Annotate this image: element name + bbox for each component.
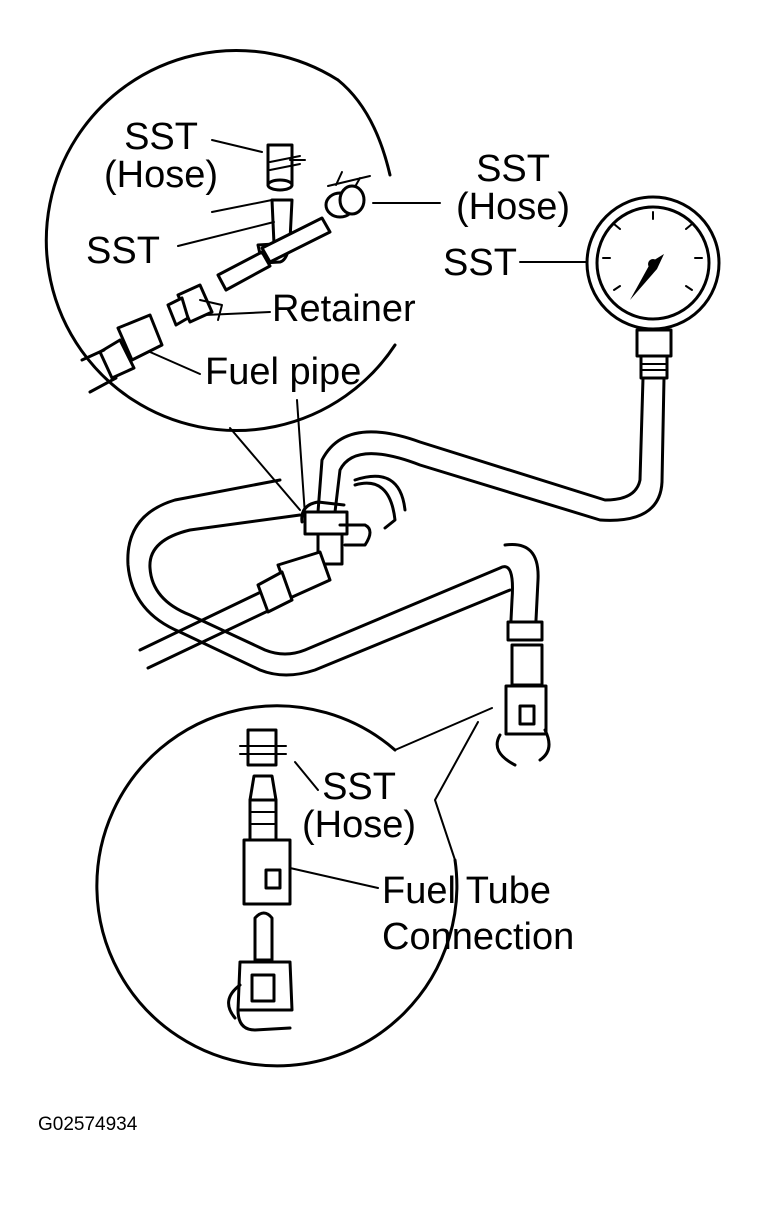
gauge-hose bbox=[316, 376, 666, 522]
label-sst-hose-bottom-line2: (Hose) bbox=[302, 804, 417, 846]
top-detail-circle bbox=[44, 49, 397, 432]
top-detail-parts bbox=[80, 143, 371, 394]
label-sst-gauge: SST bbox=[443, 242, 517, 284]
figure-id: G02574934 bbox=[38, 1114, 138, 1135]
label-sst-hose-gauge: SST (Hose) bbox=[456, 150, 570, 226]
label-sst-hose-bottom-line1: SST bbox=[322, 766, 396, 808]
label-sst-hose-top: SST (Hose) bbox=[104, 118, 218, 194]
label-fuel-tube-connection: Fuel Tube Connection bbox=[382, 872, 574, 956]
bottom-detail-parts bbox=[227, 728, 294, 1032]
fuel-hose-loop bbox=[126, 474, 514, 677]
label-fuel-pipe: Fuel pipe bbox=[205, 351, 362, 393]
label-sst-hose-top-line1: SST bbox=[124, 116, 198, 158]
label-sst-hose-top-line2: (Hose) bbox=[104, 154, 219, 196]
bottom-detail-circle bbox=[95, 704, 459, 1068]
bottom-callout-lines bbox=[394, 707, 493, 861]
tee-connector bbox=[256, 500, 372, 614]
fuel-pipe-lower bbox=[138, 588, 272, 670]
top-callout-lines bbox=[229, 399, 306, 516]
leader-lines bbox=[149, 139, 587, 889]
label-sst-tee: SST bbox=[86, 230, 160, 272]
label-sst-hose-bottom: SST (Hose) bbox=[302, 768, 416, 844]
pressure-gauge-icon bbox=[585, 195, 721, 380]
label-fuel-tube-connection-line2: Connection bbox=[382, 916, 575, 958]
label-sst-hose-gauge-line2: (Hose) bbox=[456, 186, 571, 228]
main-fuel-tube-connector bbox=[495, 620, 551, 767]
label-sst-hose-gauge-line1: SST bbox=[476, 148, 550, 190]
label-fuel-tube-connection-line1: Fuel Tube bbox=[382, 870, 551, 912]
label-retainer: Retainer bbox=[272, 288, 416, 330]
